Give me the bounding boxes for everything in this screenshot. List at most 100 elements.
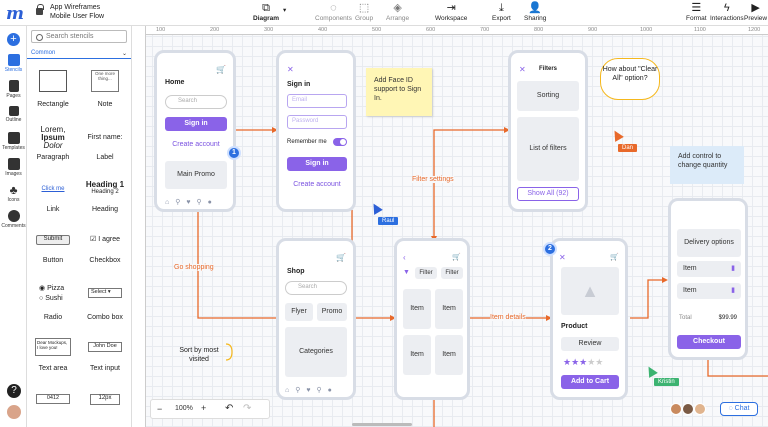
- stencil-stepper[interactable]: 12px: [79, 394, 131, 405]
- phone-cart[interactable]: Delivery options Item▮ Item▮ Total $99.9…: [668, 198, 748, 360]
- help-icon[interactable]: ?: [7, 384, 21, 398]
- phone-product[interactable]: ✕ 🛒 ▲ Product Review ★★★★★ Add to Cart: [550, 238, 628, 400]
- phone-shop[interactable]: 🛒 Shop Search Flyer Promo Categories ⌂⚲♥…: [276, 238, 356, 400]
- filter-icon[interactable]: ▼: [403, 269, 410, 276]
- collaborator-avatar[interactable]: [694, 403, 706, 415]
- zoom-out-button[interactable]: −: [157, 404, 163, 414]
- filters-sorting[interactable]: Sorting: [517, 81, 579, 111]
- preview-button[interactable]: ▶Preview: [744, 2, 768, 22]
- cart-item[interactable]: Item▮: [677, 283, 741, 299]
- user-avatar[interactable]: [6, 404, 22, 420]
- nav-images[interactable]: Images: [0, 158, 27, 177]
- email-field[interactable]: Email: [287, 94, 347, 108]
- chat-button[interactable]: ◌ Chat: [720, 402, 758, 416]
- phone-home[interactable]: Home 🛒 Search Sign in Create account Mai…: [154, 50, 236, 212]
- cart-icon[interactable]: 🛒: [216, 65, 226, 74]
- trash-icon[interactable]: ▮: [731, 265, 735, 272]
- list-item[interactable]: Item: [435, 335, 463, 375]
- list-item[interactable]: Item: [435, 289, 463, 329]
- export-button[interactable]: ⤓Export: [492, 2, 511, 22]
- product-cart-icon[interactable]: 🛒: [610, 254, 619, 261]
- cart-delivery-options[interactable]: Delivery options: [677, 229, 741, 257]
- stencil-search-input[interactable]: Search stencils: [31, 30, 127, 43]
- canvas-scrollbar[interactable]: [352, 423, 412, 426]
- canvas[interactable]: [132, 26, 768, 427]
- collaborator-avatar[interactable]: [670, 403, 682, 415]
- nav-templates[interactable]: Templates: [0, 132, 27, 151]
- filter-chip-1[interactable]: Filter: [415, 267, 437, 279]
- home-create-account-link[interactable]: Create account: [172, 141, 220, 148]
- format-button[interactable]: ☰Format: [686, 2, 707, 22]
- shop-tabbar[interactable]: ⌂⚲♥⚲●: [285, 387, 338, 394]
- back-icon[interactable]: ‹: [403, 253, 406, 262]
- shop-promo[interactable]: Promo: [317, 303, 347, 321]
- list-item[interactable]: Item: [403, 289, 431, 329]
- workspace-button[interactable]: ⇥Workspace: [435, 2, 468, 22]
- comment-bubble-clear-all[interactable]: How about "Clear All" option?: [600, 58, 660, 100]
- password-field[interactable]: Password: [287, 115, 347, 129]
- home-main-promo[interactable]: Main Promo: [165, 161, 227, 189]
- close-icon[interactable]: ✕: [287, 65, 294, 74]
- add-icon[interactable]: +: [7, 33, 20, 46]
- zoom-level[interactable]: 100%: [175, 405, 193, 412]
- list-item[interactable]: Item: [403, 335, 431, 375]
- phone-filters[interactable]: ✕ Filters Sorting List of filters Show A…: [508, 50, 588, 212]
- filter-chip-2[interactable]: Filter: [441, 267, 463, 279]
- filters-close-icon[interactable]: ✕: [519, 65, 526, 74]
- components-button[interactable]: ◌Components: [315, 2, 352, 22]
- stencil-textarea[interactable]: Dear Mockups, I love you!Text area: [27, 338, 79, 372]
- zoom-in-button[interactable]: +: [201, 403, 207, 413]
- stencil-combobox[interactable]: Select ▾Combo box: [87, 288, 123, 321]
- nav-pages[interactable]: Pages: [0, 80, 27, 99]
- stencil-rectangle[interactable]: Rectangle: [27, 68, 79, 108]
- undo-icon[interactable]: ↶: [225, 403, 234, 414]
- sharing-button[interactable]: 👤Sharing: [524, 2, 547, 22]
- product-close-icon[interactable]: ✕: [559, 253, 566, 262]
- nav-outline[interactable]: Outline: [0, 106, 27, 123]
- home-signin-button[interactable]: Sign in: [165, 117, 227, 131]
- list-cart-icon[interactable]: 🛒: [452, 254, 461, 261]
- signin-button[interactable]: Sign in: [287, 157, 347, 171]
- product-review[interactable]: Review: [561, 337, 619, 351]
- redo-icon[interactable]: ↷: [243, 403, 252, 414]
- collaborator-avatar[interactable]: [682, 403, 694, 415]
- nav-stencils[interactable]: Stencils: [0, 54, 27, 73]
- sticky-note-faceid[interactable]: Add Face ID support to Sign In.: [366, 68, 432, 116]
- phone-list[interactable]: ‹ 🛒 ▼ Filter Filter Item Item Item Item: [394, 238, 470, 400]
- home-search-input[interactable]: Search: [165, 95, 227, 109]
- nav-icons[interactable]: ♣Icons: [7, 183, 20, 203]
- diagram-button[interactable]: ⧉Diagram: [253, 2, 280, 22]
- stencil-datepicker[interactable]: 0412: [27, 394, 79, 404]
- group-button[interactable]: ⬚Group: [355, 2, 374, 22]
- document-title[interactable]: App Wireframes Mobile User Flow: [50, 4, 105, 20]
- stencil-section-common[interactable]: Common⌄: [27, 48, 131, 59]
- shop-flyer[interactable]: Flyer: [285, 303, 313, 321]
- app-logo[interactable]: m: [6, 4, 24, 24]
- arrange-button[interactable]: ◈Arrange: [386, 2, 410, 22]
- cart-item[interactable]: Item▮: [677, 261, 741, 277]
- rating-stars[interactable]: ★★★★★: [563, 357, 604, 367]
- home-tabbar[interactable]: ⌂⚲♥⚲●: [165, 199, 218, 206]
- diagram-dropdown-icon[interactable]: ▾: [283, 7, 287, 14]
- comment-badge-1[interactable]: 1: [227, 146, 241, 160]
- shop-cart-icon[interactable]: 🛒: [336, 253, 346, 262]
- phone-signin[interactable]: ✕ Sign in Email Password Remember me Sig…: [276, 50, 356, 212]
- remember-me-toggle[interactable]: [333, 138, 347, 146]
- stencil-note[interactable]: One more thing...Note: [79, 68, 131, 108]
- shop-search-input[interactable]: Search: [285, 281, 347, 295]
- comment-badge-2[interactable]: 2: [543, 242, 557, 256]
- signin-create-account-link[interactable]: Create account: [293, 181, 341, 188]
- checkout-button[interactable]: Checkout: [677, 335, 741, 349]
- add-to-cart-button[interactable]: Add to Cart: [561, 375, 619, 389]
- stencil-label[interactable]: First name:Label: [87, 134, 123, 161]
- nav-comments[interactable]: Comments: [0, 210, 27, 229]
- filters-list[interactable]: List of filters: [517, 117, 579, 181]
